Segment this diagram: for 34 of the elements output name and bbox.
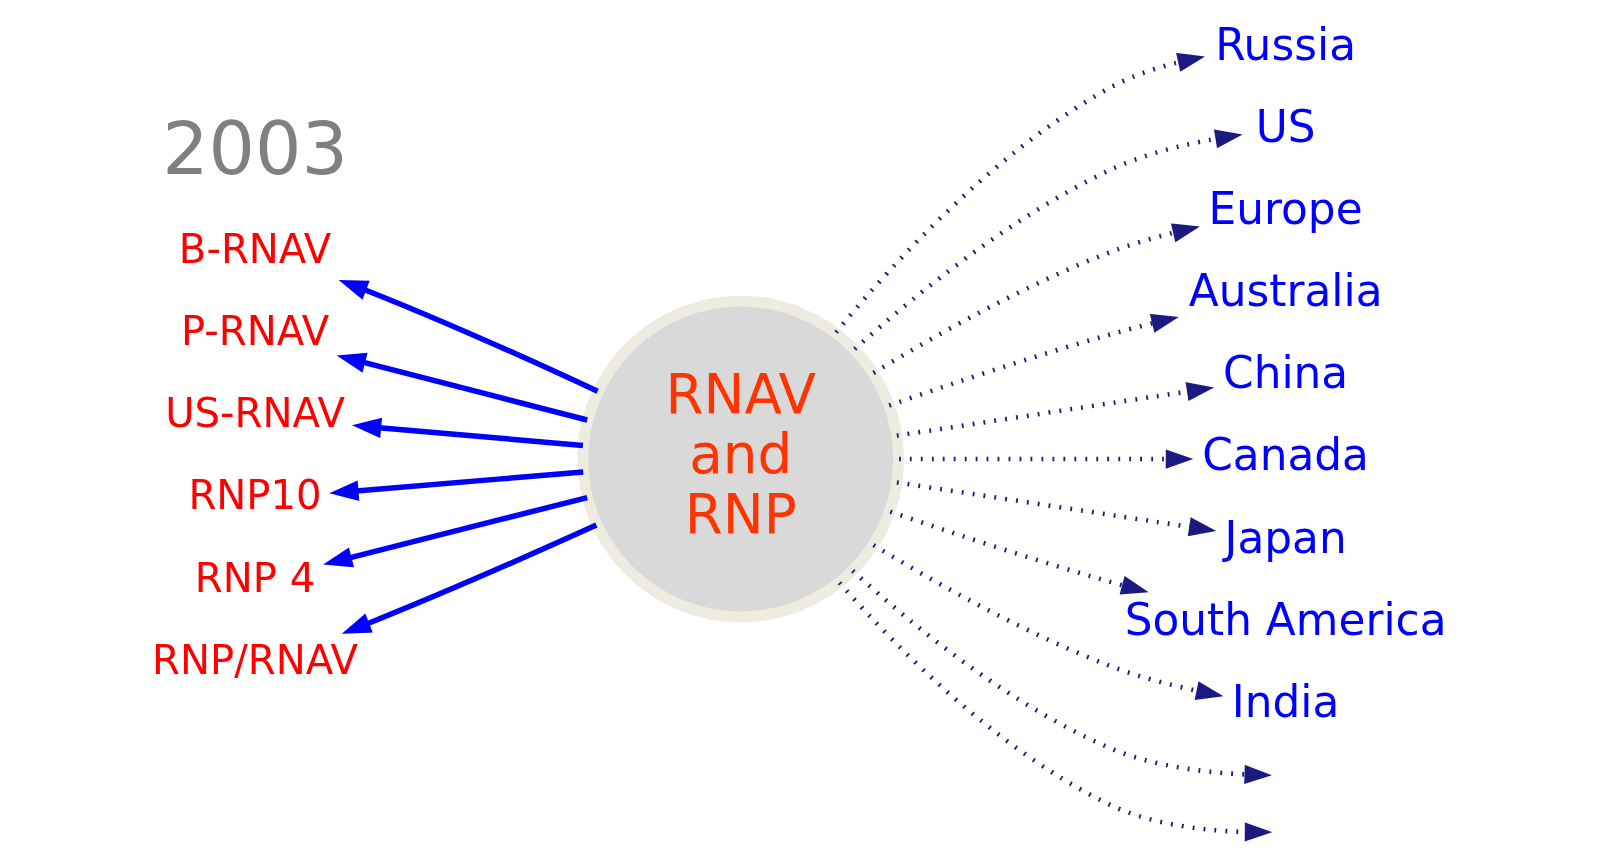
arrow (352, 417, 584, 449)
node-text: Russia (1215, 18, 1357, 70)
arrow (323, 494, 588, 568)
label: 2003 (162, 106, 348, 192)
node-text: India (1231, 675, 1340, 727)
arrow (872, 543, 1224, 701)
node-text: RNP10 (188, 472, 322, 519)
node-text: Europe (1208, 182, 1363, 234)
node-text: Australia (1188, 265, 1383, 317)
node-text: Canada (1202, 429, 1369, 481)
node-text: RNP/RNAV (152, 636, 359, 683)
arrow (338, 279, 599, 394)
arrow (336, 352, 588, 423)
arrow (888, 314, 1179, 408)
arrow (834, 52, 1205, 334)
arrow (896, 480, 1217, 537)
node-text: US (1255, 100, 1316, 152)
arrow (837, 581, 1273, 842)
node-text: Japan (1224, 511, 1347, 563)
node-text: South America (1124, 593, 1447, 645)
node-text: US-RNAV (165, 390, 345, 437)
arrow (896, 382, 1215, 438)
node-text: B-RNAV (178, 225, 332, 272)
arrow (872, 223, 1200, 375)
arrow (889, 509, 1149, 595)
arrow (853, 129, 1243, 351)
node-circle: RNAV and RNP (577, 295, 905, 623)
arrow (341, 522, 598, 634)
arrow (899, 449, 1194, 469)
node-text: RNP 4 (194, 554, 316, 601)
arrow (329, 469, 584, 501)
node-text: P-RNAV (180, 308, 330, 355)
arrow (851, 569, 1272, 785)
node-text: China (1223, 347, 1349, 399)
